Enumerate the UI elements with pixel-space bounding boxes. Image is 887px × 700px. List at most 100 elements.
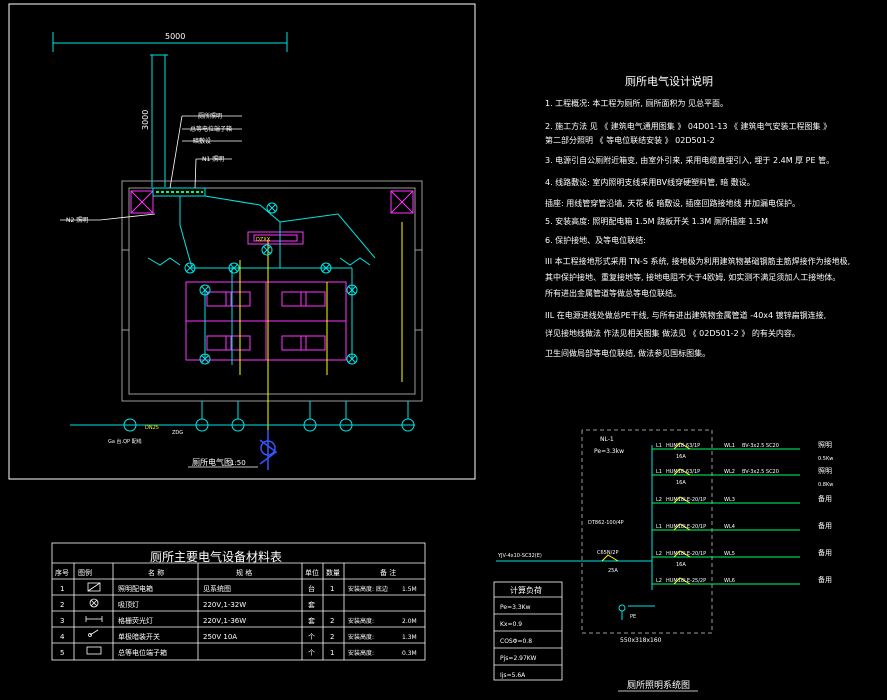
- circuit-phase: L1: [656, 443, 662, 449]
- label-src: DN25: [145, 425, 159, 431]
- circuit-breaker: HUM18LE-20/1P: [666, 551, 706, 557]
- building-walls: [121, 180, 423, 402]
- corner-columns: [130, 190, 414, 214]
- note-line: III 本工程接地形式采用 TN-S 系统, 接地极为利用建筑物基础钢筋主筋焊接…: [545, 257, 851, 266]
- main-rating: C65N/2P: [597, 550, 618, 556]
- circuit-cable: BV-3x2.5 SC20: [742, 443, 779, 449]
- label-n1: N1 照明: [202, 156, 224, 163]
- table-cell-spec: 220V,1-32W: [203, 601, 246, 609]
- main-breaker: DT862-100/4P: [588, 520, 624, 526]
- axis-grid: [70, 401, 415, 432]
- circuit-no: WL1: [724, 443, 735, 449]
- table-cell-unit: 个: [308, 633, 315, 641]
- circuit-use: 照明: [818, 441, 832, 449]
- circuit-no: WL2: [724, 469, 735, 475]
- box-name: NL-1: [600, 436, 614, 443]
- circuit-breaker: HUM18LE-20/1P: [666, 524, 706, 530]
- table-header: 数量: [326, 568, 340, 577]
- calc-ijs: Ijs=5.6A: [500, 672, 526, 679]
- circuit-breaker: HUM18-63/1P: [666, 443, 700, 449]
- table-cell-qty: 1: [330, 649, 334, 657]
- ceiling-lamps: [184, 202, 358, 365]
- circuit-use: 备用: [818, 575, 832, 584]
- table-cell-name: 吸顶灯: [118, 600, 139, 609]
- pe-symbol: [618, 604, 626, 620]
- system-caption: 厕所照明系统图: [627, 679, 690, 691]
- notes-title: 厕所电气设计说明: [625, 75, 713, 88]
- table-cell-no: 3: [60, 617, 64, 625]
- circuit-no: WL4: [724, 524, 735, 530]
- note-line: 2. 施工方法 见 《 建筑电气通用图集 》 04D01-13 《 建筑电气安装…: [545, 122, 832, 131]
- distribution-box: [152, 187, 206, 197]
- circuit-no: WL5: [724, 551, 735, 557]
- table-cell-no: 1: [60, 585, 64, 593]
- calc-pe: Pe=3.3Kw: [500, 604, 531, 611]
- calc-pjs: Pjs=2.97KW: [500, 655, 537, 662]
- table-cell-unit: 台: [308, 584, 315, 593]
- table-legend-icons: [85, 582, 103, 655]
- dim-height-text: 3000: [141, 110, 150, 130]
- circuit-rating: 16A: [676, 454, 686, 460]
- circuit-use: 备用: [818, 521, 832, 530]
- table-header: 规 格: [236, 568, 252, 577]
- breaker-symbols: [601, 442, 691, 585]
- table-cell-spec: 220V,1-36W: [203, 617, 246, 625]
- partitions: [185, 231, 347, 361]
- note-line: 5. 安装高度: 照明配电箱 1.5M 跷板开关 1.3M 厕所插座 1.5M: [545, 217, 769, 226]
- table-cell-qty: 2: [330, 633, 334, 641]
- material-table-grid: [51, 542, 426, 661]
- circuit-breaker: HUM18LE-20/1P: [666, 497, 706, 503]
- circuit-phase: L2: [656, 497, 662, 503]
- table-header: 备 注: [380, 568, 396, 577]
- table-cell-note: 安装高度:: [348, 633, 374, 641]
- label-n2: N2 照明: [66, 217, 88, 224]
- circuit-phase: L2: [656, 551, 662, 557]
- calc-cos: COSΦ=0.8: [500, 638, 532, 645]
- note-line: 6. 保护接地、及等电位联结:: [545, 236, 646, 245]
- table-cell-note: 安装高度:: [348, 649, 374, 657]
- table-cell-unit: 个: [308, 649, 315, 657]
- label-box: DZXX: [256, 237, 271, 243]
- circuit-no: WL3: [724, 497, 735, 503]
- main-current: 25A: [608, 568, 618, 574]
- note-line: 4. 线路敷设: 室内照明支线采用BV线穿硬塑料管, 暗 敷设。: [545, 178, 755, 187]
- circuit-breaker: HUM18-63/1P: [666, 469, 700, 475]
- circuit-use: 照明: [818, 467, 832, 475]
- circuit-use: 备用: [818, 548, 832, 557]
- calc-kx: Kx=0.9: [500, 621, 522, 628]
- dimension-lines: [52, 32, 288, 187]
- table-cell-qty: 2: [330, 617, 334, 625]
- yellow-circuit: [239, 222, 403, 430]
- circuit-lines: [652, 448, 800, 585]
- note-line: 第二部分照明 《 等电位联结安装 》 02D501-2: [545, 136, 715, 145]
- box-power: Pe=3.3kw: [594, 448, 624, 455]
- table-cell-note2: 2.0M: [402, 618, 417, 625]
- circuit-rating: 16A: [676, 562, 686, 568]
- table-cell-spec: 见系统图: [203, 584, 231, 593]
- table-cell-note: 安装高度:: [348, 617, 374, 625]
- table-cell-name: 照明配电箱: [118, 584, 153, 593]
- table-cell-unit: 套: [308, 616, 315, 625]
- table-cell-spec: 250V 10A: [203, 633, 237, 641]
- circuit-phase: L2: [656, 578, 662, 584]
- circuit-power: 0.5Kw: [818, 456, 833, 462]
- table-cell-qty: 1: [330, 585, 334, 593]
- note-line: 其中保护接地、重复接地等, 接地电阻不大于4欧姆, 如实测不满足须加人工接地体。: [545, 273, 841, 282]
- note-line: 所有进出金属管道等做总等电位联结。: [545, 289, 681, 298]
- material-table-title: 厕所主要电气设备材料表: [150, 550, 283, 564]
- table-cell-name: 单极暗装开关: [118, 632, 160, 641]
- table-header: 单位: [305, 568, 319, 577]
- label-dist: ZDG: [172, 430, 183, 436]
- note-line: IIL 在电源进线处做总PE干线, 与所有进出建筑物金属管道 -40x4 镀锌扁…: [545, 311, 827, 320]
- table-cell-name: 总等电位端子箱: [118, 648, 167, 657]
- circuit-phase: L1: [656, 469, 662, 475]
- circuit-phase: L1: [656, 524, 662, 530]
- table-header: 序号: [55, 568, 69, 577]
- table-cell-note: 安装高度: 底边: [348, 585, 388, 593]
- circuit-breaker: HUM18LE-25/2P: [666, 578, 706, 584]
- plan-caption: 厕所电气图: [192, 457, 232, 467]
- incoming-cable: YJV-4x10-SC32(E): [497, 553, 542, 559]
- plan-scale: 1:50: [230, 459, 246, 467]
